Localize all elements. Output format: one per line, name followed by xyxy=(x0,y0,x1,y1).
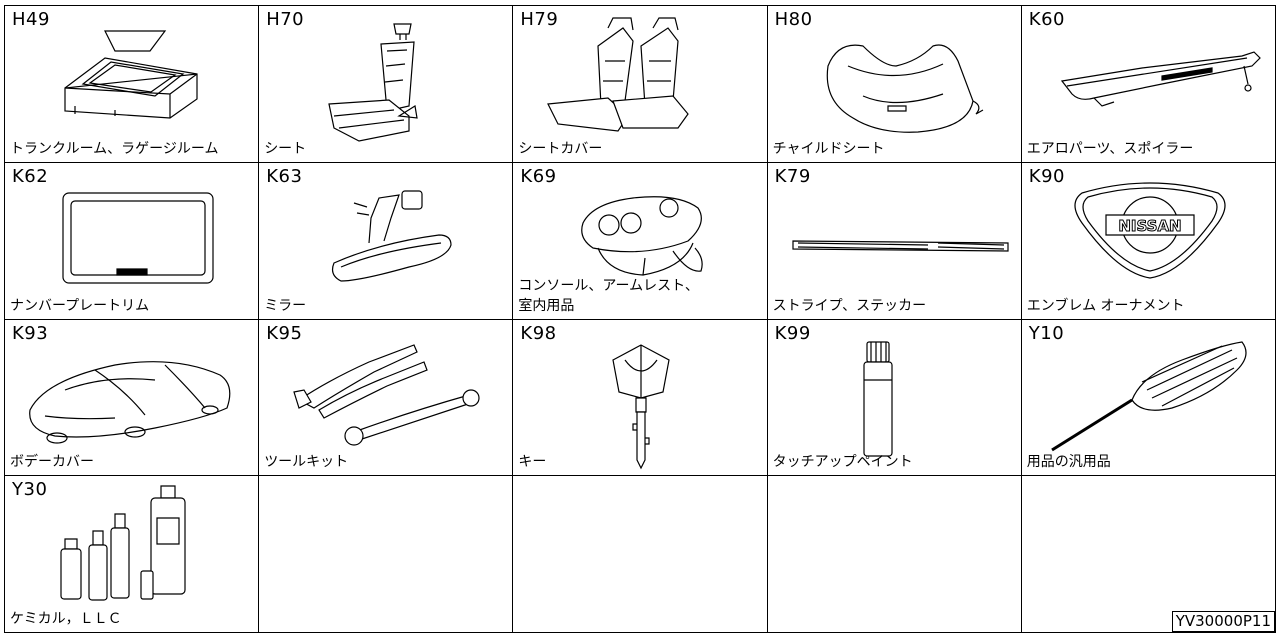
emblem-icon: NISSAN xyxy=(1022,163,1276,319)
catalog-cell-k90[interactable]: K90 NISSAN エンブレム オーナメント xyxy=(1021,162,1276,320)
part-label: ストライプ、ステッカー xyxy=(772,297,927,314)
body-cover-icon xyxy=(5,320,259,476)
child-seat-icon xyxy=(768,6,1022,162)
catalog-cell-empty xyxy=(1021,476,1276,633)
part-code: K90 xyxy=(1028,165,1066,187)
catalog-cell-k60[interactable]: K60 エアロパーツ、スポイラー xyxy=(1021,6,1276,163)
catalog-cell-h70[interactable]: H70 シート xyxy=(259,6,514,163)
part-label: 用品の汎用品 xyxy=(1026,454,1111,471)
catalog-cell-k79[interactable]: K79 ストライプ、ステッカー xyxy=(767,162,1022,320)
duster-icon xyxy=(1022,320,1276,476)
trunk-mat-icon xyxy=(5,6,259,162)
part-label: エンブレム オーナメント xyxy=(1026,297,1185,314)
catalog-cell-k63[interactable]: K63 ミラー xyxy=(259,162,514,320)
part-label: タッチアップペイント xyxy=(772,454,913,471)
stripe-icon xyxy=(768,163,1022,319)
part-label: キー xyxy=(518,454,547,471)
catalog-cell-k99[interactable]: K99 タッチアップペイント xyxy=(767,319,1022,477)
catalog-cell-k95[interactable]: K95 ツールキット xyxy=(259,319,514,477)
part-label: ケミカル，ＬＬＣ xyxy=(10,611,122,627)
catalog-cell-k62[interactable]: K62 ナンバープレートリム xyxy=(5,162,260,320)
catalog-cell-h49[interactable]: H49 トランクルーム、ラゲージルーム xyxy=(5,6,260,163)
part-code: H79 xyxy=(520,9,559,30)
part-code: K98 xyxy=(520,322,557,344)
catalog-cell-y30[interactable]: Y30 ケミカル，ＬＬＣ xyxy=(5,476,260,633)
diagram-reference-code: YV30000P11 xyxy=(1171,611,1275,632)
part-code: K62 xyxy=(12,165,49,187)
part-code: Y30 xyxy=(12,479,48,501)
chemical-bottles-icon xyxy=(5,476,259,632)
part-code: H70 xyxy=(266,9,305,30)
catalog-cell-k98[interactable]: K98 キー xyxy=(513,319,768,477)
part-code: H49 xyxy=(12,9,50,30)
catalog-cell-k93[interactable]: K93 ボデーカバー xyxy=(5,319,260,477)
part-label: ナンバープレートリム xyxy=(10,297,150,314)
catalog-cell-y10[interactable]: Y10 用品の汎用品 xyxy=(1021,319,1276,477)
key-icon xyxy=(513,320,767,476)
part-label: トランクルーム、ラゲージルーム xyxy=(10,140,219,157)
touch-up-paint-icon xyxy=(768,320,1022,476)
part-code: Y10 xyxy=(1028,322,1065,344)
part-code: K60 xyxy=(1028,9,1066,30)
catalog-cell-k69[interactable]: K69 コンソール、アームレスト、 室内用品 xyxy=(513,162,768,320)
part-code: K93 xyxy=(12,322,49,344)
part-label: エアロパーツ、スポイラー xyxy=(1026,140,1194,157)
part-label: ボデーカバー xyxy=(10,454,94,471)
console-icon xyxy=(513,163,767,319)
part-code: K99 xyxy=(774,322,811,344)
part-label: シートカバー xyxy=(518,140,603,157)
part-code: K79 xyxy=(774,165,811,187)
catalog-cell-empty xyxy=(513,476,768,633)
part-code: K95 xyxy=(266,322,303,344)
part-code: K63 xyxy=(266,165,303,187)
spoiler-icon xyxy=(1022,6,1276,162)
mirror-icon xyxy=(259,163,513,319)
seat-cover-icon xyxy=(513,6,767,162)
number-plate-rim-icon xyxy=(5,163,259,319)
seat-icon xyxy=(259,6,513,162)
part-label: ツールキット xyxy=(264,454,349,471)
svg-text:NISSAN: NISSAN xyxy=(1118,217,1181,235)
catalog-cell-h80[interactable]: H80 チャイルドシート xyxy=(767,6,1022,163)
tool-kit-icon xyxy=(259,320,513,476)
catalog-cell-empty xyxy=(767,476,1022,633)
part-label: チャイルドシート xyxy=(772,140,885,157)
part-label: コンソール、アームレスト、 室内用品 xyxy=(518,277,699,314)
part-label: シート xyxy=(264,140,307,157)
part-code: K69 xyxy=(520,165,557,187)
catalog-cell-empty xyxy=(259,476,514,633)
part-label: ミラー xyxy=(264,297,307,314)
part-code: H80 xyxy=(774,9,813,30)
catalog-cell-h79[interactable]: H79 シートカバー xyxy=(513,6,768,163)
